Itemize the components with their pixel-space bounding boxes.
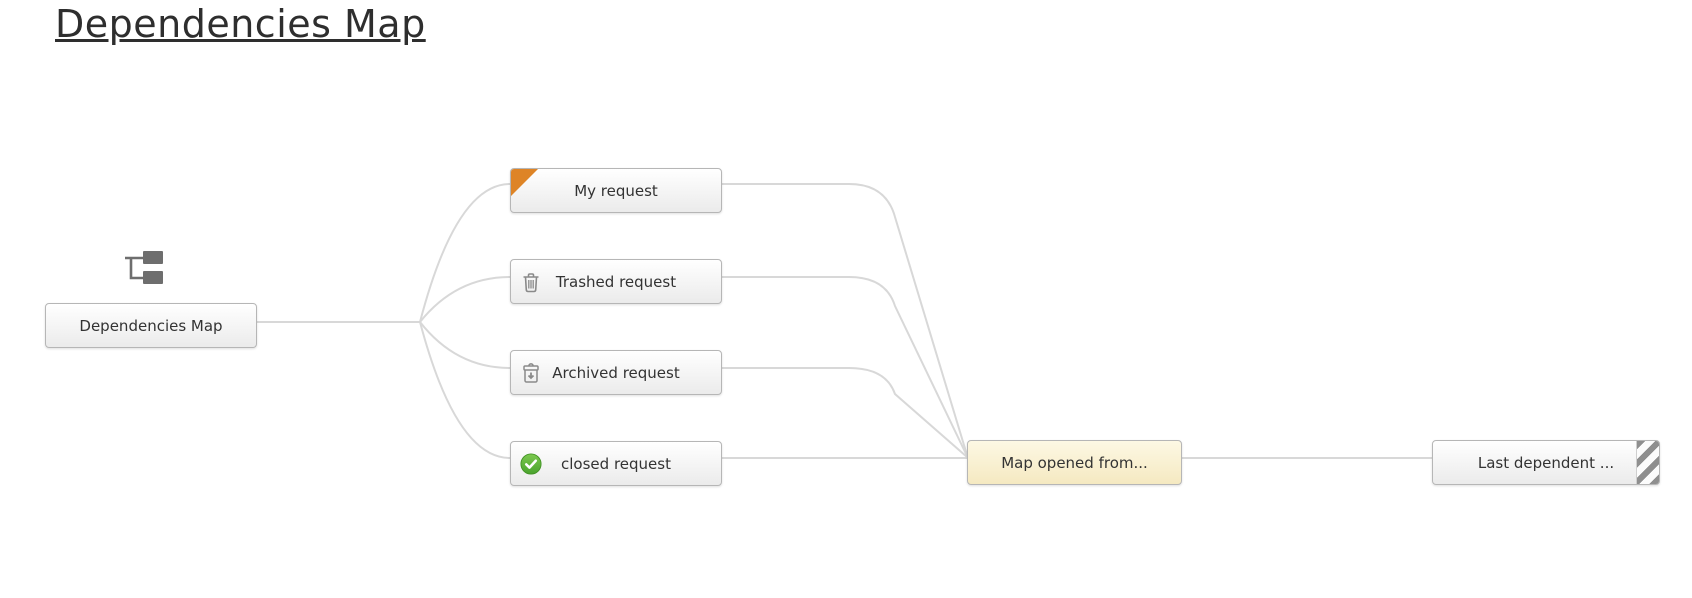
node-label: Dependencies Map	[79, 316, 223, 335]
node-dependencies-map[interactable]: Dependencies Map	[45, 303, 257, 348]
node-label: Map opened from...	[1001, 453, 1148, 472]
page-title: Dependencies Map	[55, 2, 426, 46]
sitemap-icon	[125, 251, 163, 284]
archive-icon	[520, 361, 542, 385]
connector-my-opened	[722, 183, 968, 456]
node-closed-request[interactable]: closed request	[510, 441, 722, 486]
node-trashed-request[interactable]: Trashed request	[510, 259, 722, 304]
node-map-opened-from[interactable]: Map opened from...	[967, 440, 1182, 485]
connector-hub-my	[419, 183, 511, 323]
node-my-request[interactable]: My request	[510, 168, 722, 213]
connector-hub-trashed	[419, 276, 511, 323]
node-label: My request	[574, 181, 658, 200]
connector-hub-closed	[419, 321, 511, 459]
node-label: Last dependent ...	[1477, 453, 1615, 472]
check-circle-icon	[520, 452, 542, 476]
node-archived-request[interactable]: Archived request	[510, 350, 722, 395]
node-last-dependent[interactable]: Last dependent ...	[1432, 440, 1660, 485]
striped-edge-marker	[1636, 441, 1659, 484]
orange-corner-marker	[511, 169, 538, 196]
trash-icon	[520, 270, 542, 294]
connector-archived-opened	[722, 367, 968, 458]
node-label: Archived request	[552, 363, 680, 382]
connector-hub-archived	[419, 321, 511, 369]
node-label: Trashed request	[555, 272, 677, 291]
connector-trashed-opened	[722, 276, 968, 457]
node-label: closed request	[561, 454, 671, 473]
